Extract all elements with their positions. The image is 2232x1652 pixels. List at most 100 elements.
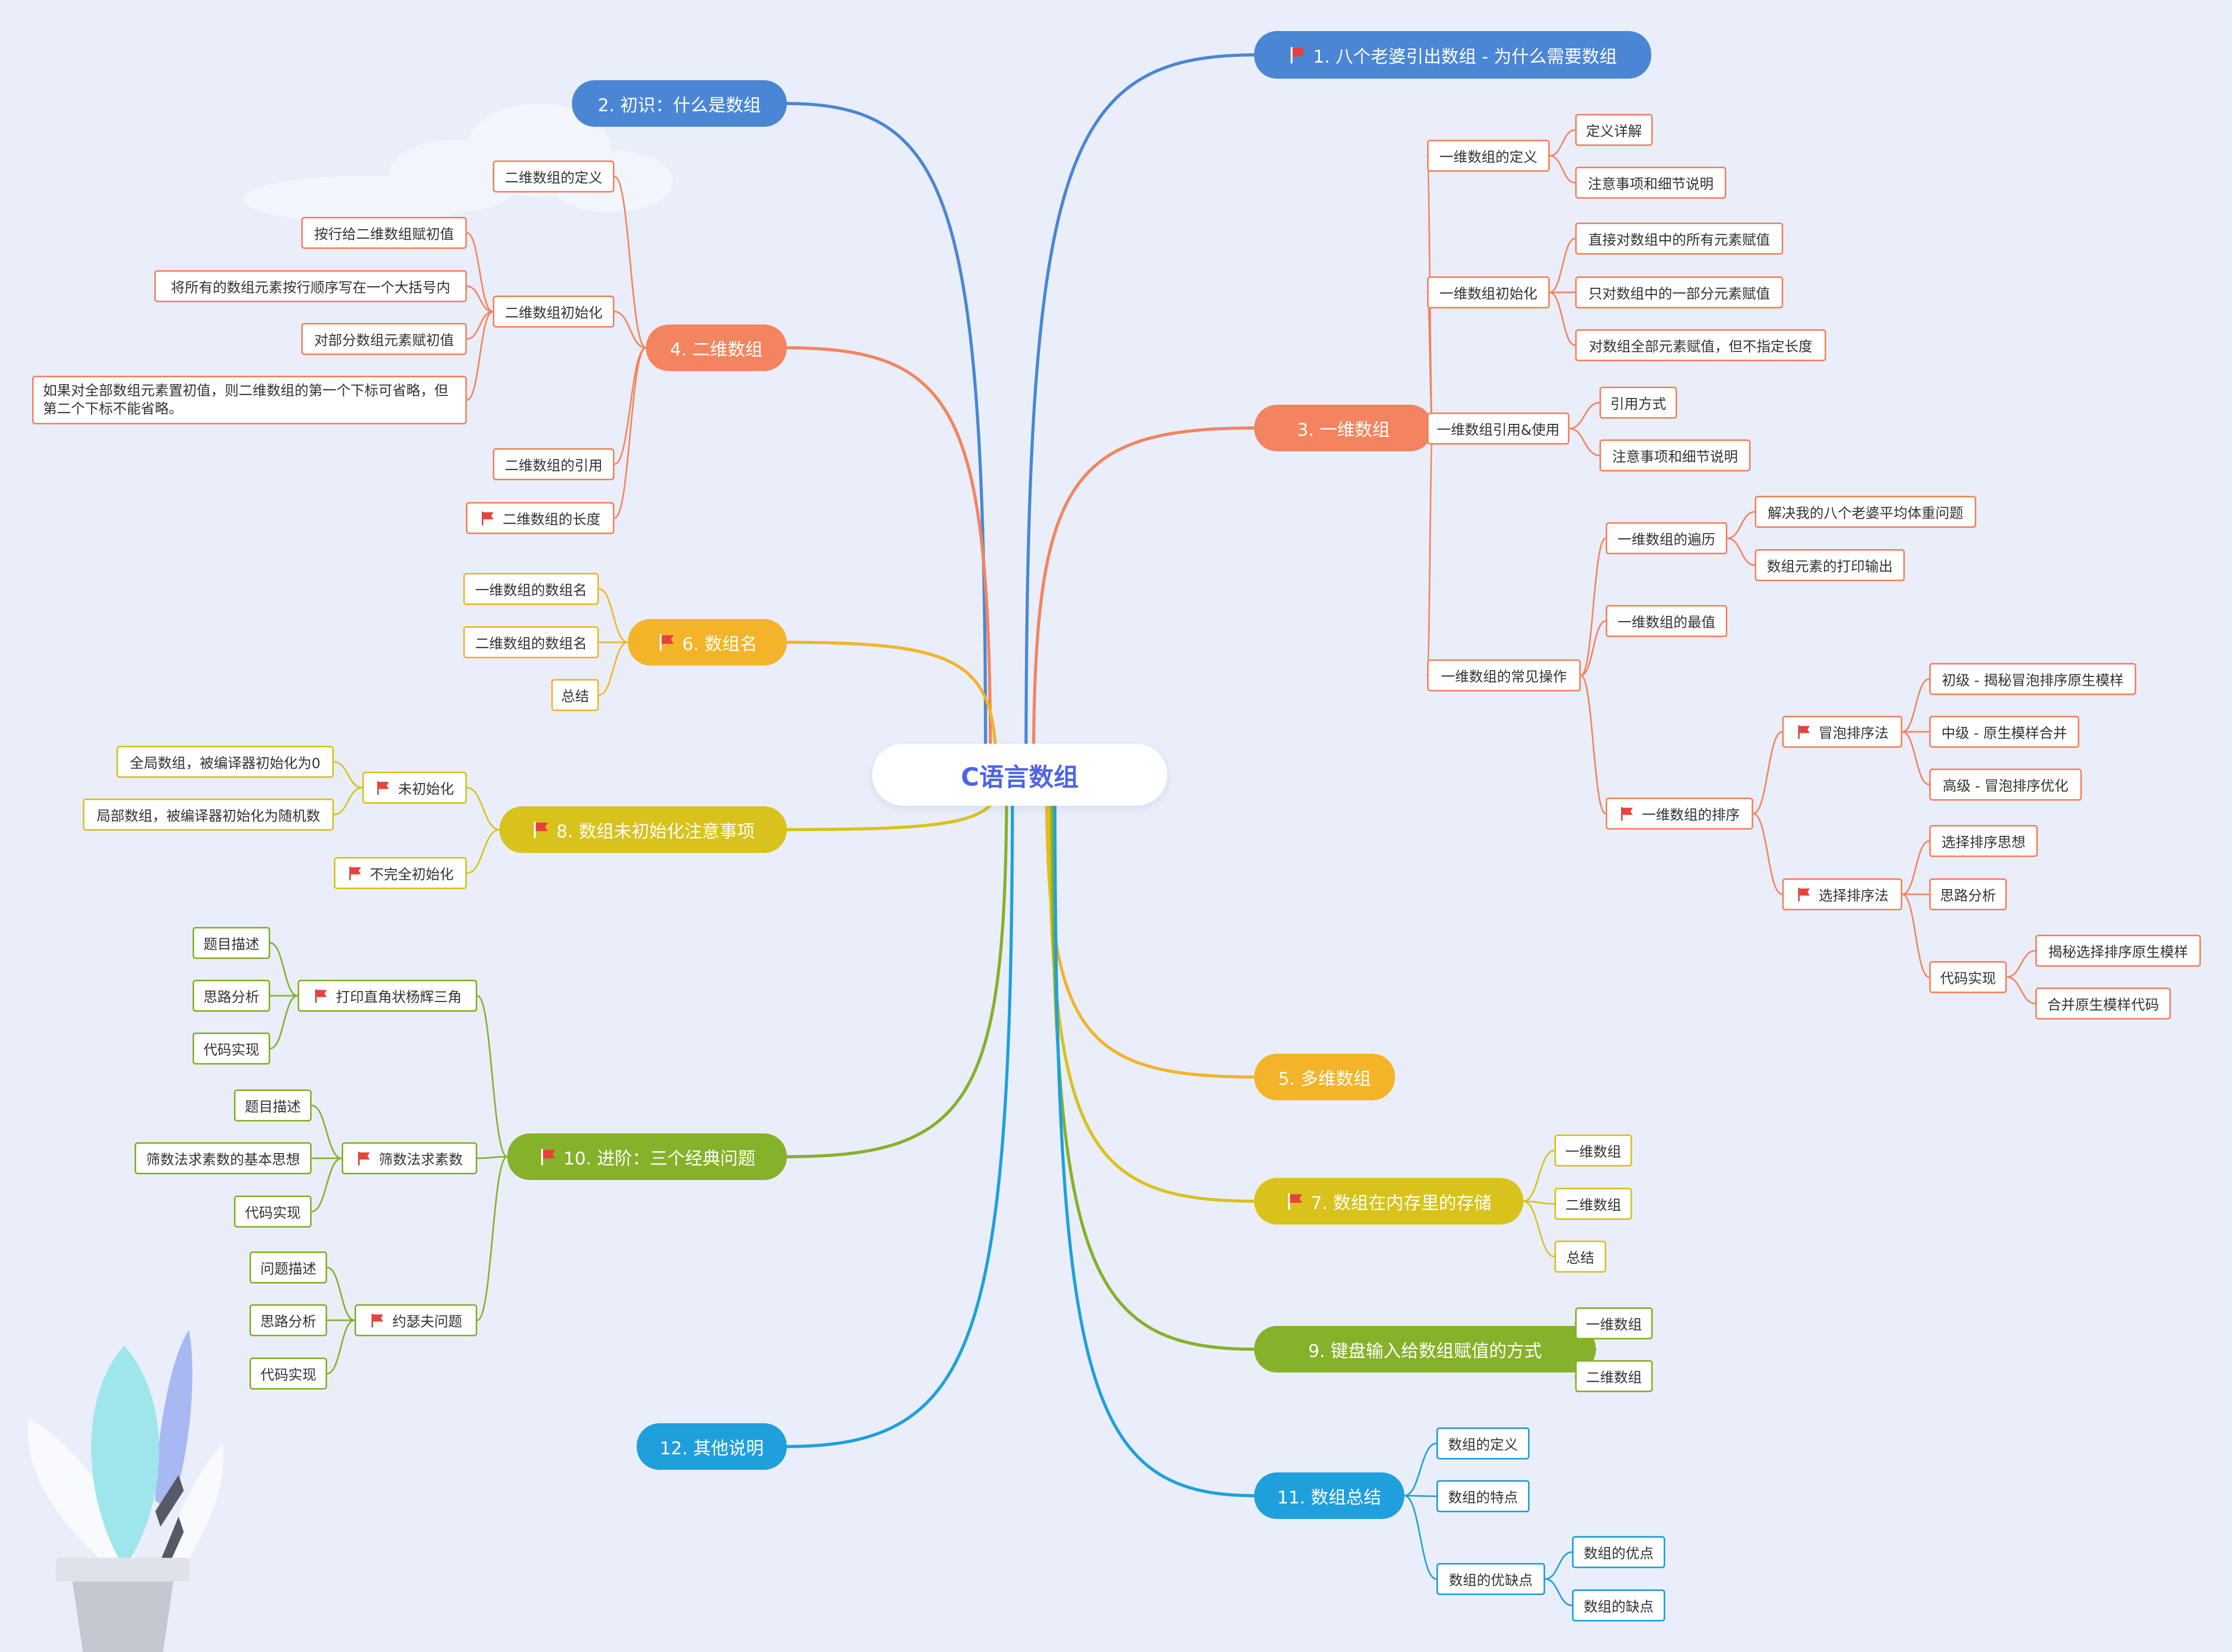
- node-label: 10. 进阶：三个经典问题: [563, 1148, 756, 1169]
- subtopic-n7b[interactable]: 二维数组: [1554, 1188, 1632, 1220]
- subtopic-n4c[interactable]: 二维数组的引用: [493, 448, 614, 480]
- subtopic-n3d2[interactable]: 一维数组的最值: [1606, 605, 1727, 637]
- subtopic-connector: [1403, 1442, 1437, 1497]
- subtopic-n3a[interactable]: 一维数组的定义: [1427, 140, 1550, 172]
- subtopic-n3b2[interactable]: 只对数组中的一部分元素赋值: [1575, 276, 1783, 308]
- subtopic-n3d321[interactable]: 选择排序思想: [1929, 825, 2038, 857]
- subtopic-n6a[interactable]: 一维数组的数组名: [463, 573, 599, 605]
- subtopic-n11a[interactable]: 数组的定义: [1436, 1427, 1530, 1459]
- subtopic-connector: [333, 761, 363, 789]
- subtopic-connector: [1522, 1149, 1555, 1202]
- node-label: 数组的优点: [1583, 1545, 1654, 1562]
- node-label: 7. 数组在内存里的存储: [1311, 1192, 1492, 1214]
- branch-topic-b12[interactable]: 12. 其他说明: [637, 1423, 787, 1470]
- subtopic-n8a2[interactable]: 局部数组，被编译器初始化为随机数: [83, 799, 334, 831]
- branch-topic-b11[interactable]: 11. 数组总结: [1254, 1472, 1404, 1519]
- node-label: 一维数组的排序: [1642, 807, 1740, 823]
- subtopic-n3d313[interactable]: 高级 - 冒泡排序优化: [1929, 769, 2082, 801]
- subtopic-n9a[interactable]: 一维数组: [1575, 1307, 1653, 1339]
- subtopic-n7c[interactable]: 总结: [1554, 1241, 1606, 1273]
- subtopic-n3d3231[interactable]: 揭秘选择排序原生模样: [2035, 935, 2201, 967]
- subtopic-n3d312[interactable]: 中级 - 原生模样合并: [1929, 716, 2079, 748]
- central-topic-root[interactable]: C语言数组: [872, 744, 1167, 806]
- node-label: 总结: [561, 688, 589, 705]
- subtopic-n4b2[interactable]: 将所有的数组元素按行顺序写在一个大括号内: [154, 270, 467, 302]
- subtopic-n3d11[interactable]: 解决我的八个老婆平均体重问题: [1755, 496, 1976, 528]
- branch-topic-b6[interactable]: 6. 数组名: [628, 619, 787, 666]
- subtopic-n4b1[interactable]: 按行给二维数组赋初值: [301, 217, 467, 249]
- subtopic-n3d1[interactable]: 一维数组的遍历: [1606, 522, 1727, 554]
- subtopic-n8b[interactable]: 不完全初始化: [334, 857, 467, 889]
- node-label: 打印直角状杨辉三角: [336, 989, 462, 1006]
- branch-topic-b10[interactable]: 10. 进阶：三个经典问题: [507, 1133, 787, 1180]
- subtopic-n10b1[interactable]: 题目描述: [234, 1089, 312, 1122]
- node-label: 只对数组中的一部分元素赋值: [1588, 286, 1770, 302]
- branch-topic-b2[interactable]: 2. 初识：什么是数组: [572, 80, 787, 127]
- node-label: 5. 多维数组: [1278, 1068, 1371, 1089]
- subtopic-n10c[interactable]: 约瑟夫问题: [355, 1304, 477, 1336]
- branch-topic-b7[interactable]: 7. 数组在内存里的存储: [1254, 1178, 1523, 1225]
- subtopic-n9b[interactable]: 二维数组: [1575, 1360, 1653, 1392]
- subtopic-n3d31[interactable]: 冒泡排序法: [1782, 716, 1902, 748]
- subtopic-connector: [1901, 840, 1930, 895]
- subtopic-n3d32[interactable]: 选择排序法: [1782, 878, 1902, 910]
- branch-topic-b8[interactable]: 8. 数组未初始化注意事项: [500, 806, 787, 853]
- subtopic-n3d12[interactable]: 数组元素的打印输出: [1755, 549, 1905, 581]
- node-label: 思路分析: [260, 1314, 316, 1330]
- node-label: 一维数组初始化: [1440, 286, 1537, 302]
- subtopic-n3d3[interactable]: 一维数组的排序: [1606, 798, 1753, 830]
- subtopic-n6c[interactable]: 总结: [551, 679, 599, 711]
- subtopic-n4b3[interactable]: 对部分数组元素赋初值: [301, 323, 467, 355]
- subtopic-connector: [1901, 893, 1930, 978]
- subtopic-n10c2[interactable]: 思路分析: [249, 1304, 327, 1336]
- subtopic-n10c3[interactable]: 代码实现: [249, 1358, 327, 1390]
- subtopic-n8a[interactable]: 未初始化: [362, 772, 467, 804]
- subtopic-n11c[interactable]: 数组的优缺点: [1436, 1563, 1545, 1595]
- subtopic-n4d[interactable]: 二维数组的长度: [466, 502, 614, 534]
- subtopic-n3d311[interactable]: 初级 - 揭秘冒泡排序原生模样: [1929, 663, 2136, 695]
- subtopic-n11c2[interactable]: 数组的缺点: [1572, 1589, 1665, 1621]
- node-label: 选择排序法: [1818, 888, 1889, 904]
- subtopic-n11c1[interactable]: 数组的优点: [1572, 1536, 1665, 1568]
- node-label: 对数组全部元素赋值，但不指定长度: [1589, 338, 1813, 355]
- subtopic-n3a1[interactable]: 定义详解: [1575, 114, 1653, 146]
- subtopic-n10a[interactable]: 打印直角状杨辉三角: [298, 980, 477, 1012]
- subtopic-n3c[interactable]: 一维数组引用&使用: [1427, 412, 1569, 445]
- subtopic-n3b3[interactable]: 对数组全部元素赋值，但不指定长度: [1575, 329, 1826, 361]
- subtopic-n4b4[interactable]: 如果对全部数组元素置初值，则二维数组的第一个下标可省略，但第二个下标不能省略。: [32, 376, 467, 424]
- subtopic-connector: [466, 232, 494, 313]
- subtopic-n10b2[interactable]: 筛数法求素数的基本思想: [135, 1142, 312, 1174]
- subtopic-connector: [333, 787, 363, 816]
- subtopic-connector: [269, 942, 299, 997]
- subtopic-n3c2[interactable]: 注意事项和细节说明: [1599, 439, 1751, 471]
- subtopic-connector: [476, 995, 508, 1158]
- subtopic-n3c1[interactable]: 引用方式: [1599, 387, 1677, 419]
- subtopic-n6b[interactable]: 二维数组的数组名: [463, 626, 599, 658]
- subtopic-connector: [613, 175, 647, 349]
- branch-topic-b3[interactable]: 3. 一维数组: [1254, 405, 1433, 451]
- subtopic-n3a2[interactable]: 注意事项和细节说明: [1575, 167, 1726, 199]
- subtopic-n7a[interactable]: 一维数组: [1554, 1134, 1632, 1167]
- branch-topic-b4[interactable]: 4. 二维数组: [646, 325, 787, 371]
- branch-topic-b5[interactable]: 5. 多维数组: [1254, 1054, 1395, 1100]
- subtopic-n3d323[interactable]: 代码实现: [1929, 961, 2007, 993]
- subtopic-n8a1[interactable]: 全局数组，被编译器初始化为0: [116, 746, 334, 778]
- subtopic-connector: [466, 829, 501, 874]
- subtopic-n10a3[interactable]: 代码实现: [193, 1032, 270, 1065]
- subtopic-n10b[interactable]: 筛数法求素数: [342, 1142, 477, 1174]
- subtopic-n4a[interactable]: 二维数组的定义: [493, 160, 614, 193]
- subtopic-n10b3[interactable]: 代码实现: [234, 1196, 312, 1228]
- subtopic-n3d322[interactable]: 思路分析: [1929, 878, 2007, 910]
- subtopic-connector: [326, 1319, 356, 1375]
- subtopic-n10c1[interactable]: 问题描述: [249, 1251, 327, 1284]
- subtopic-n3d3232[interactable]: 合并原生模样代码: [2035, 987, 2171, 1020]
- subtopic-n3b1[interactable]: 直接对数组中的所有元素赋值: [1575, 223, 1783, 255]
- subtopic-n3d[interactable]: 一维数组的常见操作: [1427, 659, 1581, 691]
- subtopic-n10a1[interactable]: 题目描述: [193, 927, 270, 959]
- subtopic-n11b[interactable]: 数组的特点: [1436, 1480, 1530, 1512]
- branch-topic-b9[interactable]: 9. 键盘输入给数组赋值的方式: [1254, 1326, 1596, 1373]
- branch-topic-b1[interactable]: 1. 八个老婆引出数组 - 为什么需要数组: [1254, 31, 1651, 79]
- subtopic-n4b[interactable]: 二维数组初始化: [493, 296, 614, 328]
- subtopic-n10a2[interactable]: 思路分析: [193, 980, 270, 1012]
- subtopic-n3b[interactable]: 一维数组初始化: [1427, 276, 1550, 308]
